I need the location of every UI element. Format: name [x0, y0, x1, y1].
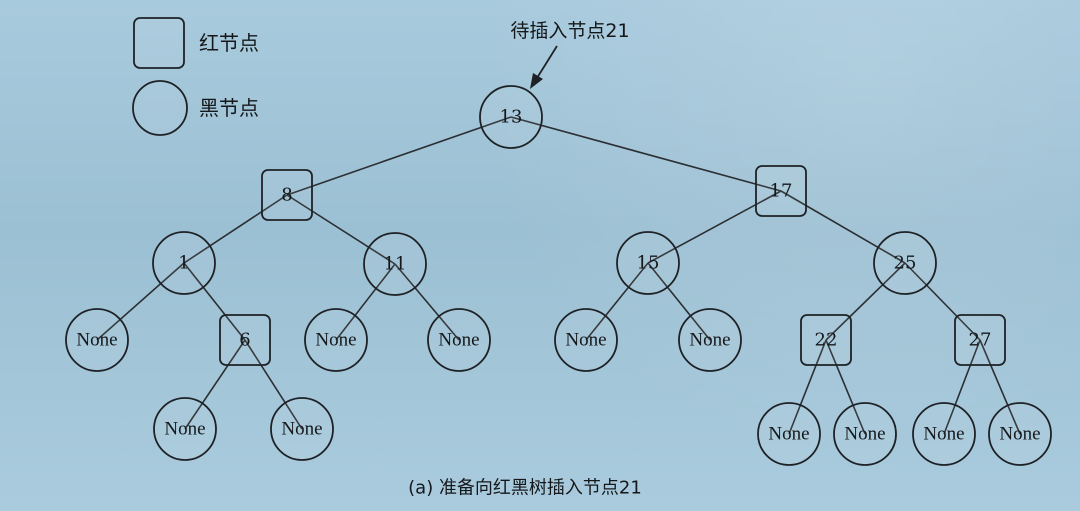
- node-label: None: [768, 424, 809, 445]
- node-n8: 8: [261, 169, 313, 221]
- black-node-circle: [270, 397, 334, 461]
- node-label: None: [565, 330, 606, 351]
- black-node-circle: [363, 232, 427, 296]
- pointer-arrow-line: [536, 45, 558, 79]
- node-none_27r: None: [988, 402, 1052, 466]
- edge-n6-none_6l: [184, 339, 246, 430]
- edge-n1-none_1l: [96, 262, 185, 341]
- node-none_15r: None: [678, 308, 742, 372]
- node-none_1l: None: [65, 308, 129, 372]
- edge-n27-none_27r: [979, 339, 1021, 435]
- black-node-circle: [873, 231, 937, 295]
- edge-n22-none_22r: [825, 339, 866, 435]
- black-node-circle: [912, 402, 976, 466]
- legend: 红节点 黑节点: [132, 17, 259, 136]
- black-node-circle: [479, 85, 543, 149]
- node-n13: 13: [479, 85, 543, 149]
- legend-black-node-circle: [132, 80, 188, 136]
- edge-n25-n27: [904, 262, 981, 341]
- black-node-circle: [757, 402, 821, 466]
- node-none_27l: None: [912, 402, 976, 466]
- node-n1: 1: [152, 231, 216, 295]
- edge-n13-n17: [510, 116, 782, 192]
- black-node-circle: [427, 308, 491, 372]
- node-label: 6: [239, 330, 250, 351]
- node-label: 13: [500, 107, 523, 128]
- node-label: 22: [815, 330, 838, 351]
- node-label: None: [844, 424, 885, 445]
- black-node-circle: [616, 231, 680, 295]
- edge-n6-none_6r: [244, 339, 303, 430]
- edge-n17-n25: [780, 190, 906, 264]
- edge-n11-none_11l: [335, 263, 396, 341]
- red-node-square: [755, 165, 807, 217]
- edge-n8-n11: [286, 194, 396, 265]
- node-n6: 6: [219, 314, 271, 366]
- insert-pointer: 待插入节点21: [510, 20, 630, 89]
- node-n11: 11: [363, 232, 427, 296]
- node-label: 8: [281, 185, 292, 206]
- edge-n11-none_11r: [394, 263, 460, 341]
- node-label: 15: [637, 253, 660, 274]
- node-none_11l: None: [304, 308, 368, 372]
- pointer-arrow-head: [530, 73, 543, 89]
- edge-n15-none_15l: [585, 262, 649, 341]
- node-n22: 22: [800, 314, 852, 366]
- node-none_11r: None: [427, 308, 491, 372]
- black-node-circle: [554, 308, 618, 372]
- node-label: 11: [384, 254, 407, 275]
- node-label: None: [164, 419, 205, 440]
- node-none_6l: None: [153, 397, 217, 461]
- node-label: 17: [770, 181, 793, 202]
- node-none_22l: None: [757, 402, 821, 466]
- node-label: 25: [894, 253, 917, 274]
- edge-n25-n22: [825, 262, 906, 341]
- edge-n15-none_15r: [647, 262, 711, 341]
- legend-black-label: 黑节点: [199, 96, 259, 120]
- edge-n8-n1: [183, 194, 288, 264]
- black-node-circle: [833, 402, 897, 466]
- black-node-circle: [678, 308, 742, 372]
- black-node-circle: [65, 308, 129, 372]
- pointer-label: 待插入节点21: [510, 20, 629, 42]
- node-n15: 15: [616, 231, 680, 295]
- node-label: None: [999, 424, 1040, 445]
- red-node-square: [219, 314, 271, 366]
- node-n27: 27: [954, 314, 1006, 366]
- figure-caption: (a) 准备向红黑树插入节点21: [408, 478, 642, 499]
- edge-n1-n6: [183, 262, 246, 341]
- node-label: None: [315, 330, 356, 351]
- node-label: None: [281, 419, 322, 440]
- node-label: None: [438, 330, 479, 351]
- tree-edges: [96, 116, 1021, 435]
- legend-red-node-square: [133, 17, 185, 69]
- node-label: None: [76, 330, 117, 351]
- black-node-circle: [152, 231, 216, 295]
- edge-n13-n8: [286, 116, 512, 196]
- red-node-square: [954, 314, 1006, 366]
- red-node-square: [261, 169, 313, 221]
- edge-n22-none_22l: [788, 339, 827, 435]
- black-node-circle: [153, 397, 217, 461]
- node-label: None: [923, 424, 964, 445]
- node-label: None: [689, 330, 730, 351]
- node-none_15l: None: [554, 308, 618, 372]
- red-node-square: [800, 314, 852, 366]
- edge-n27-none_27l: [943, 339, 981, 435]
- black-node-circle: [304, 308, 368, 372]
- node-n17: 17: [755, 165, 807, 217]
- edge-n17-n15: [647, 190, 782, 264]
- node-none_6r: None: [270, 397, 334, 461]
- node-n25: 25: [873, 231, 937, 295]
- legend-red-label: 红节点: [199, 31, 259, 55]
- black-node-circle: [988, 402, 1052, 466]
- node-label: 27: [969, 330, 992, 351]
- node-label: 1: [178, 253, 189, 274]
- node-none_22r: None: [833, 402, 897, 466]
